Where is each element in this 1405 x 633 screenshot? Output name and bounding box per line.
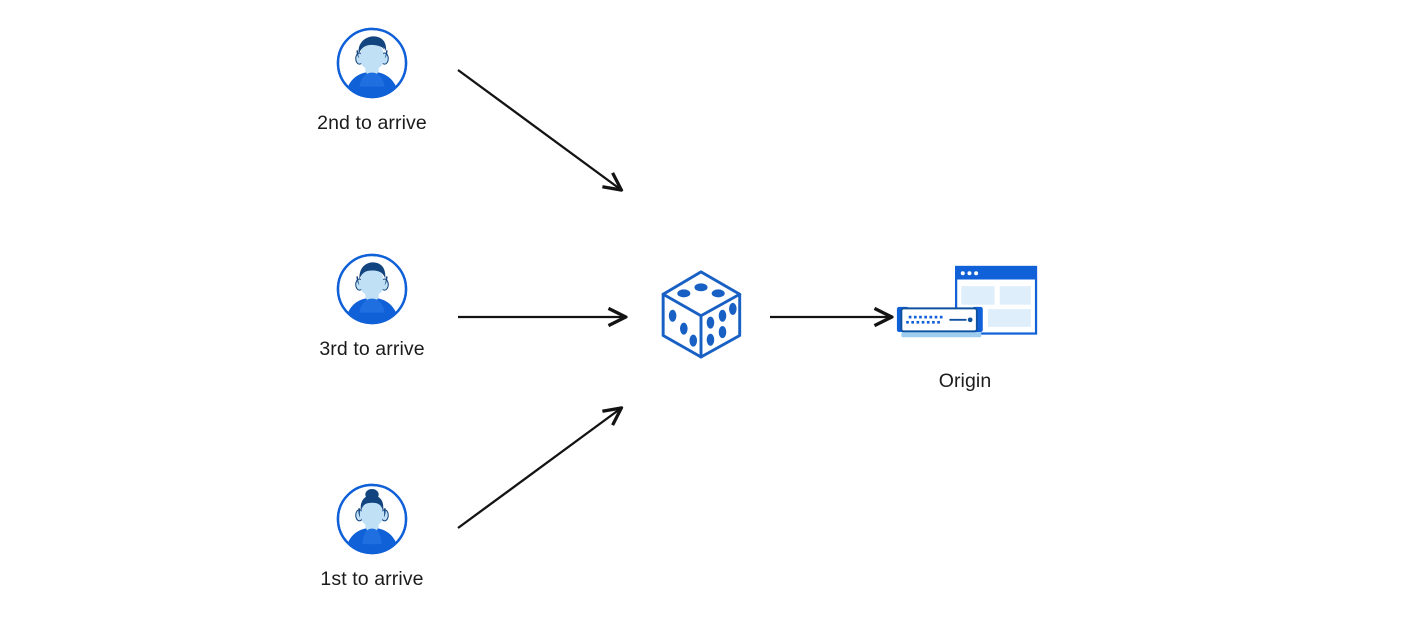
node-random-selector: [658, 268, 758, 360]
node-label-visitor-3rd: 3rd to arrive: [319, 338, 425, 360]
node-label-origin: Origin: [938, 370, 992, 392]
arrow-2nd-to-dice: [457, 69, 620, 189]
node-origin-server: Origin: [865, 258, 1065, 393]
origin-server-icon: [896, 265, 1038, 338]
dice-icon: [661, 270, 742, 359]
node-label-visitor-1st: 1st to arrive: [320, 568, 424, 590]
node-visitor-2nd: 2nd to arrive: [297, 26, 447, 135]
arrow-1st-to-dice: [457, 409, 620, 529]
user-avatar-icon: [336, 27, 408, 99]
node-visitor-3rd: 3rd to arrive: [297, 252, 447, 361]
router-device-icon: [896, 306, 983, 338]
node-label-visitor-2nd: 2nd to arrive: [317, 112, 427, 134]
user-avatar-icon: [336, 483, 408, 555]
node-visitor-1st: 1st to arrive: [297, 482, 447, 591]
user-avatar-icon: [336, 253, 408, 325]
